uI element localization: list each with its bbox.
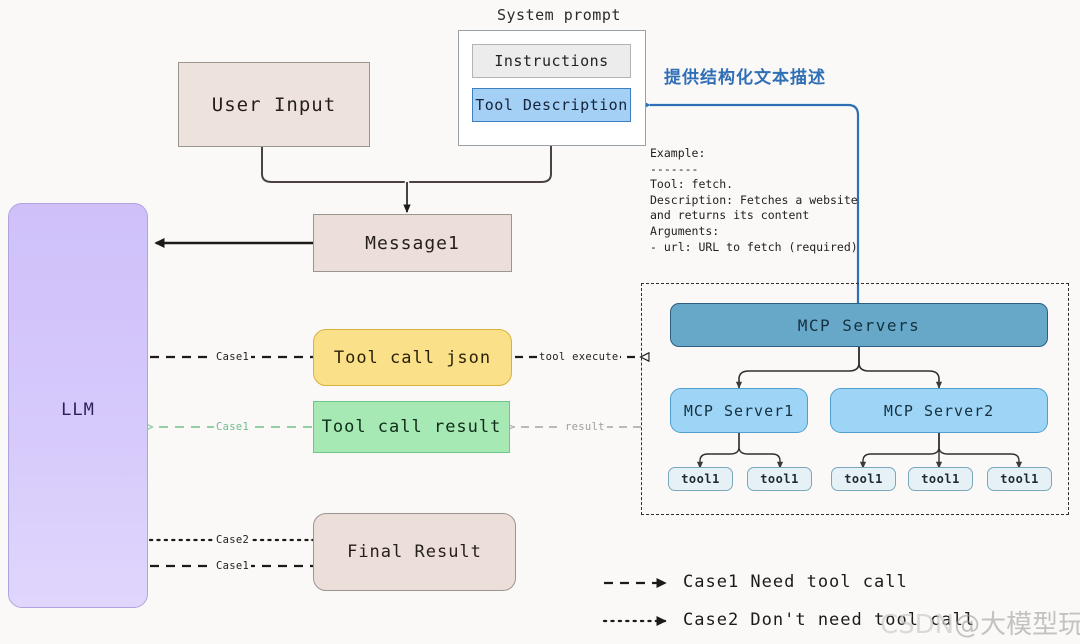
edge-label-case2-final: Case2 bbox=[214, 534, 252, 546]
instructions-box[interactable]: Instructions bbox=[472, 44, 631, 78]
edge-label-case1-result: Case1 bbox=[214, 421, 252, 433]
edge-label-result: result bbox=[563, 421, 607, 433]
tool-chip[interactable]: tool1 bbox=[831, 467, 896, 491]
tool-call-result-box[interactable]: Tool call result bbox=[313, 401, 510, 453]
tool-chip[interactable]: tool1 bbox=[908, 467, 973, 491]
final-result-box[interactable]: Final Result bbox=[313, 513, 516, 591]
tool-chip[interactable]: tool1 bbox=[747, 467, 812, 491]
llm-box[interactable]: LLM bbox=[8, 203, 148, 608]
legend-item-case1: Case1 Need tool call bbox=[683, 572, 908, 592]
watermark: CSDN@大模型玩家 bbox=[880, 604, 1080, 641]
tool-call-json-box[interactable]: Tool call json bbox=[313, 329, 512, 386]
legend-item-case2: Case2 Don't need tool call bbox=[683, 610, 976, 630]
tool-chip[interactable]: tool1 bbox=[668, 467, 733, 491]
user-input-box[interactable]: User Input bbox=[178, 62, 370, 147]
watermark-csdn: CSDN bbox=[880, 610, 955, 640]
llm-label: LLM bbox=[61, 400, 95, 420]
tool-chip[interactable]: tool1 bbox=[987, 467, 1052, 491]
message1-box[interactable]: Message1 bbox=[313, 214, 512, 272]
mcp-server1-box[interactable]: MCP Server1 bbox=[670, 388, 808, 433]
mcp-group-frame bbox=[641, 283, 1069, 515]
system-prompt-caption: System prompt bbox=[497, 6, 621, 24]
tool-description-box[interactable]: Tool Description bbox=[472, 88, 631, 122]
edge-label-case1-toolcall: Case1 bbox=[214, 351, 252, 363]
edge-label-tool-execute: tool execute bbox=[537, 351, 621, 363]
watermark-handle: @大模型玩家 bbox=[954, 610, 1080, 640]
structured-text-annotation: 提供结构化文本描述 bbox=[664, 68, 826, 88]
edge-label-case1-final: Case1 bbox=[214, 560, 252, 572]
mcp-servers-box[interactable]: MCP Servers bbox=[670, 303, 1048, 347]
mcp-server2-box[interactable]: MCP Server2 bbox=[830, 388, 1048, 433]
tool-description-example-text: Example: ------- Tool: fetch. Descriptio… bbox=[650, 146, 858, 254]
